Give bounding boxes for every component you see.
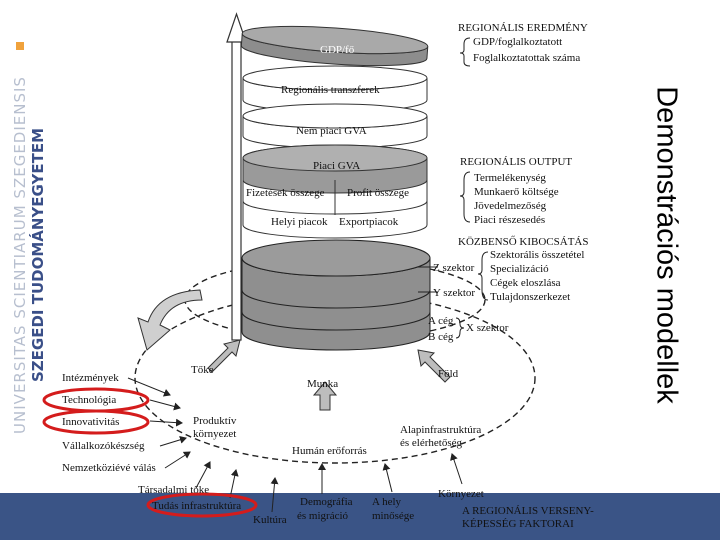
transfers-label: Regionális transzferek	[281, 84, 380, 96]
arrow-capital	[207, 339, 241, 373]
output-item-4: Piaci részesedés	[474, 214, 546, 226]
caption-line-2: KÉPESSÉG FAKTORAI	[462, 518, 574, 530]
arrow-land	[417, 349, 451, 383]
productive-env-line-1: Produktív	[193, 415, 237, 427]
institutions-label: Intézmények	[62, 372, 119, 384]
bracket-firms	[455, 317, 465, 339]
productive-env-line-2: környezet	[193, 428, 237, 440]
profit-total-label: Profit összege	[347, 187, 410, 199]
result-item-2: Foglalkoztatottak száma	[473, 52, 581, 64]
output-title: REGIONÁLIS OUTPUT	[460, 156, 573, 168]
technology-label: Technológia	[62, 394, 117, 406]
output-item-2: Munkaerő költsége	[474, 186, 559, 198]
line-institutions	[127, 377, 171, 397]
highlight-innovation	[42, 409, 150, 435]
intermediate-title: KÖZBENSŐ KIBOCSÁTÁS	[458, 236, 589, 248]
social-capital-label: Társadalmi tőke	[138, 484, 210, 496]
sector-stack	[241, 239, 438, 351]
export-markets-label: Exportpiacok	[339, 216, 399, 228]
output-item-3: Jövedelmezőség	[474, 200, 547, 212]
demography-line-1: Demográfia	[300, 496, 353, 508]
internationalization-label: Nemzetköziévé válás	[62, 462, 156, 474]
highlight-knowledge-infra	[146, 492, 258, 518]
bracket-intermediate	[477, 251, 489, 301]
local-markets-label: Helyi piacok	[271, 216, 328, 228]
environment-label: Környezet	[438, 488, 484, 500]
arrow-labour	[312, 381, 338, 411]
basic-infra-line-1: Alapinfrastruktúra	[400, 424, 482, 436]
knowledge-infra-label: Tudás infrastruktúra	[152, 500, 242, 512]
outer-dashed-ring	[134, 292, 536, 464]
bottom-bar	[0, 493, 720, 540]
bracket-output	[459, 171, 471, 223]
output-item-1: Termelékenység	[474, 172, 546, 184]
gdp-lid	[240, 25, 429, 67]
nonmarket-gva-disk	[242, 103, 428, 149]
firm-b-label: B cég	[428, 331, 454, 343]
culture-label: Kultúra	[253, 514, 287, 526]
firm-a-label: A cég	[428, 315, 454, 327]
upward-arrow-head	[226, 12, 247, 43]
basic-infra-line-2: és elérhetőség	[400, 437, 462, 449]
costs-total-label: Fizetések összege	[246, 187, 325, 199]
human-resources-label: Humán erőforrás	[292, 445, 367, 457]
land-label: Föld	[438, 368, 459, 380]
place-quality-line-1: A hely	[372, 496, 402, 508]
gdp-label: GDP/fő	[320, 44, 355, 56]
line-social-capital	[195, 461, 211, 489]
place-quality-line-2: minősége	[372, 510, 415, 522]
intermediate-item-2: Specializáció	[490, 263, 549, 275]
logo-square	[16, 42, 24, 50]
result-title: REGIONÁLIS EREDMÉNY	[458, 22, 588, 34]
bracket-result	[459, 37, 471, 67]
entrepreneurship-label: Vállalkozókészség	[62, 440, 145, 452]
intermediate-item-3: Cégek eloszlása	[490, 277, 561, 289]
sector-z-label: Z szektor	[433, 262, 475, 274]
demography-line-2: és migráció	[297, 510, 349, 522]
sector-y-label: Y szektor	[433, 287, 476, 299]
line-environment	[450, 453, 463, 485]
slide-title: Demonstrációs modellek	[650, 86, 683, 404]
line-culture	[270, 477, 279, 513]
line-place-quality	[382, 463, 393, 493]
transfers-disk	[242, 65, 428, 113]
market-gva-disk	[242, 144, 428, 239]
market-gva-label: Piaci GVA	[313, 160, 361, 172]
caption-line-1: A REGIONÁLIS VERSENY-	[462, 505, 594, 517]
line-internationalization	[164, 451, 191, 469]
curved-feedback-arrow	[137, 289, 203, 351]
line-entrepreneurship	[159, 435, 187, 447]
intermediate-item-4: Tulajdonszerkezet	[490, 291, 571, 303]
innovation-label: Innovativitás	[62, 416, 120, 428]
intermediate-item-1: Szektorális összetétel	[490, 249, 585, 261]
nonmarket-gva-label: Nem piaci GVA	[296, 125, 367, 137]
capital-label: Tőke	[191, 364, 214, 376]
line-innovation	[149, 418, 183, 427]
sector-x-label: X szektor	[466, 322, 509, 334]
line-technology	[149, 399, 181, 411]
result-item-1: GDP/foglalkoztatott	[473, 36, 563, 48]
line-knowledge-infra	[229, 469, 239, 499]
upward-arrow-shaft	[231, 39, 242, 341]
labour-label: Munka	[307, 378, 339, 390]
